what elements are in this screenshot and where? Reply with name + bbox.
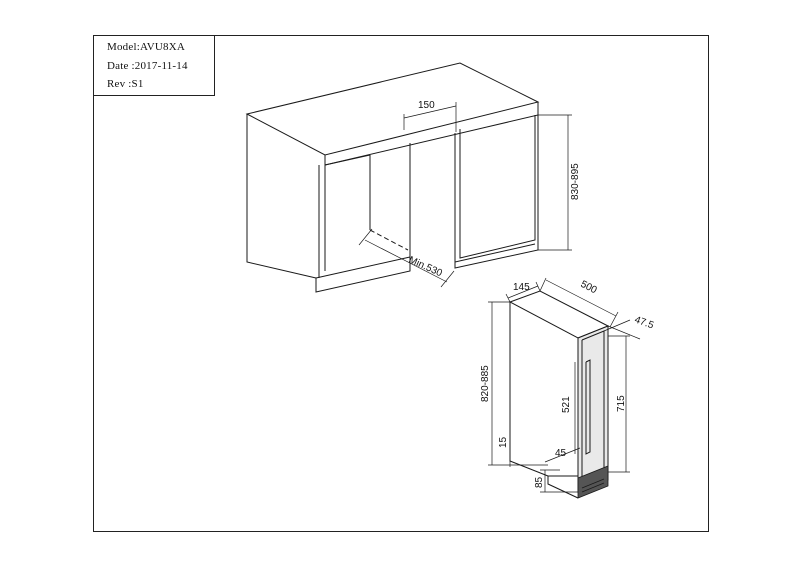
dim-total-height-label: 820-885 — [480, 365, 491, 402]
dim-145-line — [507, 285, 539, 299]
unit-handle — [585, 359, 591, 455]
plinth-top — [315, 256, 411, 279]
dim-47-line — [607, 325, 641, 340]
unit-left-side — [509, 302, 549, 477]
rev-value: S1 — [131, 78, 144, 90]
dim-500-line — [545, 279, 617, 317]
dim-base-gap-label: 15 — [498, 436, 509, 448]
date-line: Date :2017-11-14 — [107, 60, 188, 72]
dim-500-ext-b — [609, 311, 619, 328]
appliance-drawing: 145 500 47.5 820-885 15 715 — [480, 277, 655, 499]
model-value: AVU8XA — [139, 41, 185, 53]
dim-depth-label: Min.530 — [407, 255, 444, 280]
cabinet-left-side — [246, 114, 317, 279]
rev-label: Rev : — [107, 78, 132, 90]
dim-top-depth-label: 145 — [513, 282, 530, 293]
dim-depth-ext-b — [440, 270, 455, 288]
dim-plinth-label: 85 — [534, 476, 545, 488]
dim-width-label: 500 — [579, 279, 599, 297]
dim-45-line — [544, 447, 581, 463]
opening-floor-dash — [369, 229, 409, 251]
countertop-front-edge — [324, 102, 539, 166]
right-plinth — [454, 115, 539, 269]
dim-handle-height-label: 521 — [561, 396, 572, 413]
dim-depth-line — [364, 239, 448, 283]
dim-150-line — [403, 105, 457, 119]
dim-145-ext-a — [505, 293, 511, 303]
dim-height-label: 830-895 — [570, 163, 581, 200]
model-label: Model: — [107, 41, 140, 53]
left-front-top — [324, 154, 371, 166]
dim-47-ext — [603, 319, 631, 332]
left-plinth — [315, 257, 411, 293]
dim-gap-width-label: 150 — [418, 100, 435, 111]
unit-top — [508, 290, 610, 339]
date-label: Date : — [107, 60, 135, 72]
dim-angle-label: 45 — [555, 448, 567, 459]
dim-500-ext-a — [539, 277, 547, 292]
date-value: 2017-11-14 — [134, 60, 188, 72]
vent-slot-2 — [581, 482, 605, 493]
dim-145-ext-b — [535, 281, 541, 292]
cabinet-drawing: 150 830-895 Min.530 — [245, 62, 581, 293]
dim-door-offset-label: 47.5 — [633, 314, 655, 331]
unit-vent — [577, 465, 609, 499]
drawing-frame — [93, 35, 709, 532]
dim-door-height-label: 715 — [616, 395, 627, 412]
right-plinth-top — [454, 243, 536, 263]
model-line: Model:AVU8XA — [107, 41, 185, 53]
right-cabinet-door — [459, 115, 536, 259]
rev-line: Rev :S1 — [107, 78, 144, 90]
countertop-top — [245, 62, 540, 156]
unit-base — [547, 476, 579, 499]
vent-slot-1 — [581, 478, 605, 489]
title-block: Model:AVU8XA Date :2017-11-14 Rev :S1 — [93, 35, 215, 96]
dim-depth-ext-a — [358, 228, 373, 246]
